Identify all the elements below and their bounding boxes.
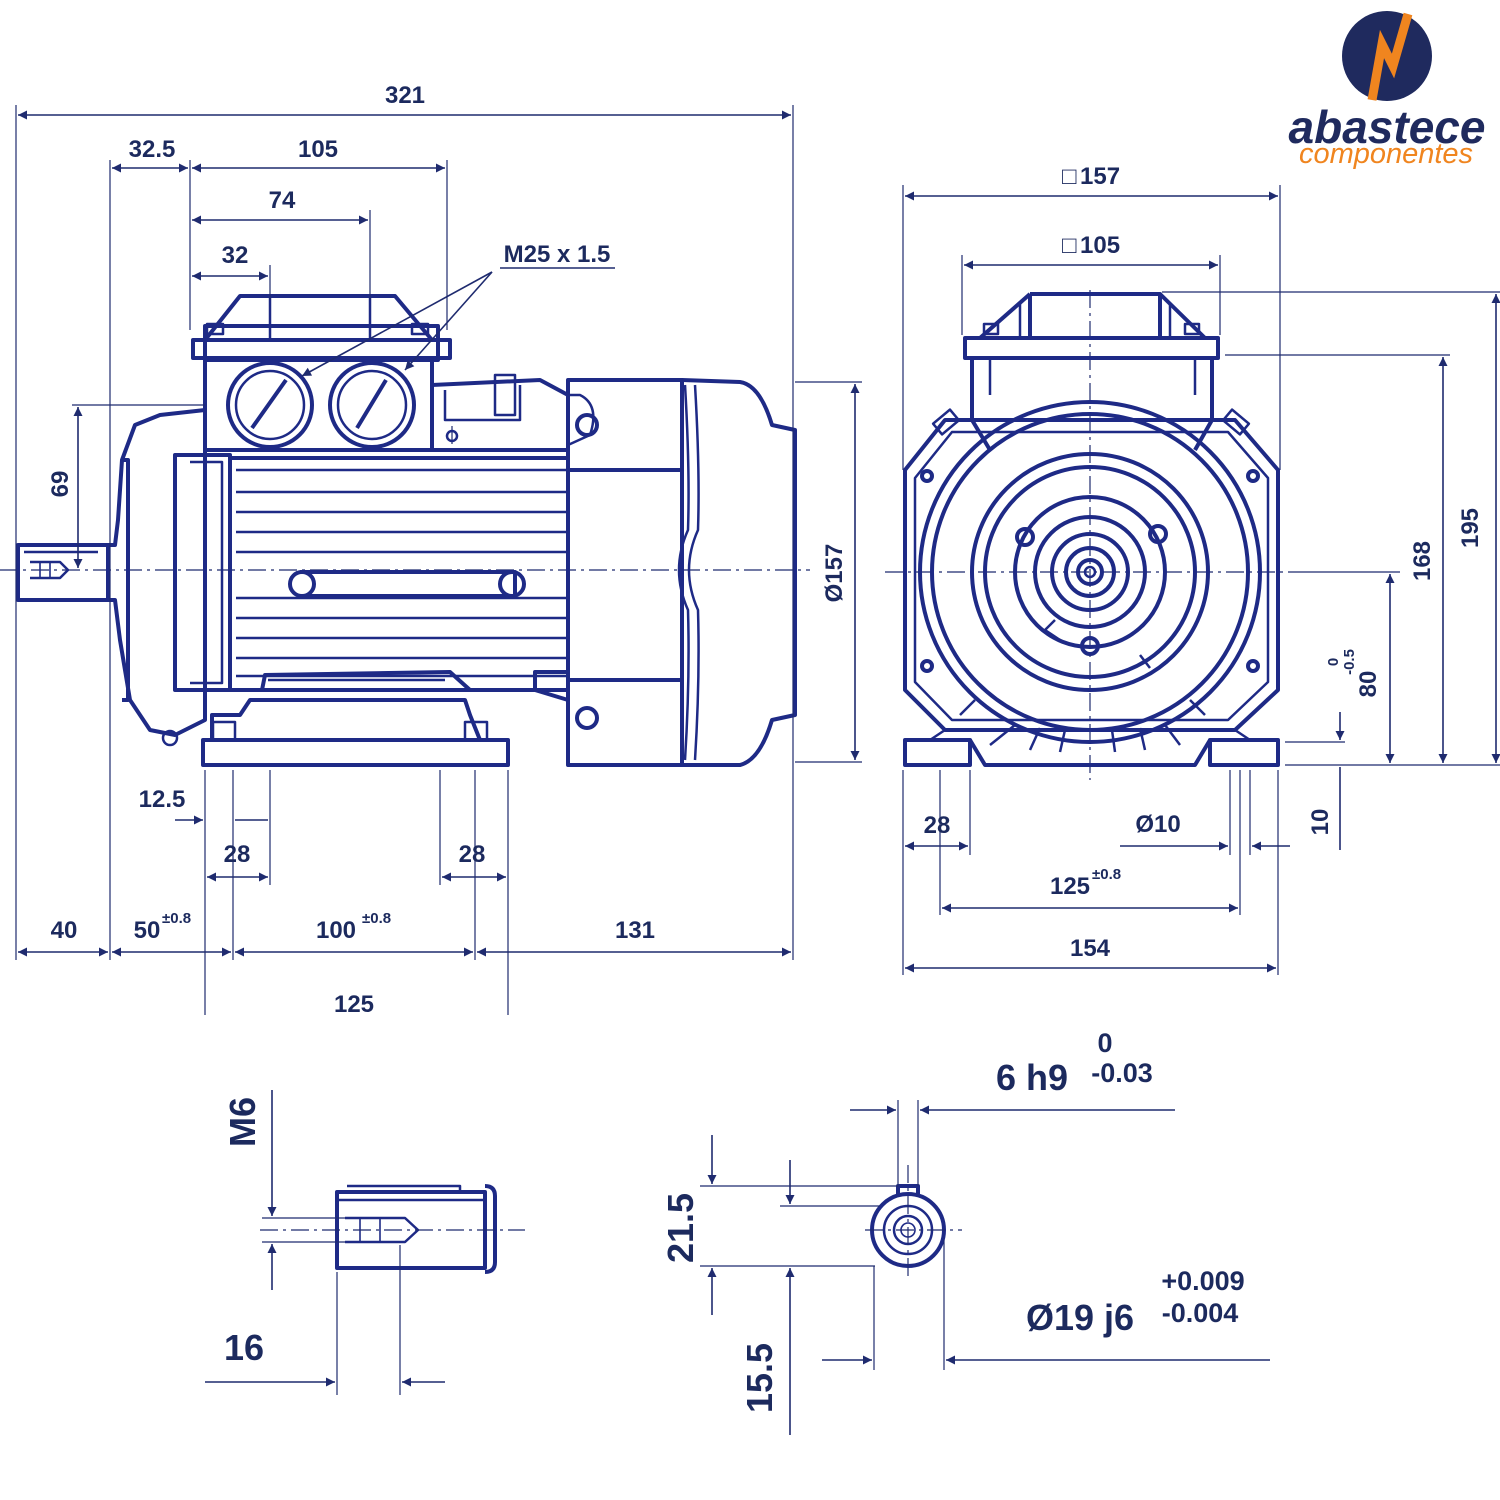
logo-bolt-icon <box>1367 12 1413 101</box>
dim-hole-spacing-tol: ±0.8 <box>362 910 391 927</box>
front-view-dimensions: □ 157 □ 105 195 168 80 -0.5 0 10 28 Ø10 … <box>902 163 1500 975</box>
dim-foot-width-right: 28 <box>459 841 486 868</box>
dim-foot-thickness: 10 <box>1307 809 1334 836</box>
dim-key-tol-lower: -0.03 <box>1091 1058 1153 1088</box>
front-view-drawing <box>885 290 1295 780</box>
dim-gland-spacing: 74 <box>269 187 296 214</box>
dim-foot-width-left: 28 <box>224 841 251 868</box>
dim-square-symbol-outer: □ <box>1062 163 1077 190</box>
logo-wordmark: abastece <box>1289 101 1486 153</box>
dim-thread-depth: 16 <box>224 1327 264 1368</box>
dim-hole-diameter: Ø10 <box>1135 811 1180 838</box>
side-view-dimensions: 321 32.5 105 74 32 M25 x 1.5 69 Ø157 12.… <box>15 82 862 1018</box>
dim-overall-width: 154 <box>1070 935 1111 962</box>
dim-shaft-length: 40 <box>51 917 78 944</box>
dim-shaft-to-hole-tol: ±0.8 <box>162 910 191 927</box>
dim-foot-length: 125 <box>334 991 374 1018</box>
dim-shaft-height-tol-upper: 0 <box>1325 658 1342 666</box>
dim-shaft-height: 80 <box>1355 671 1382 698</box>
dim-terminal-box-offset: 32.5 <box>129 136 176 163</box>
dim-shaft-height-tol-lower: -0.5 <box>1341 649 1358 675</box>
dim-shaft-to-hole: 50 <box>134 917 161 944</box>
dim-overall-length: 321 <box>385 82 425 109</box>
dim-key-width: 6 h9 <box>996 1057 1068 1098</box>
dim-shaft-diameter: Ø19 j6 <box>1026 1297 1134 1338</box>
dim-foot-edge: 12.5 <box>139 786 186 813</box>
dim-terminal-box-length: 105 <box>298 136 338 163</box>
side-view-drawing <box>0 294 810 767</box>
shaft-thread-detail: M6 16 <box>205 1090 525 1395</box>
dim-thread: M6 <box>222 1097 263 1147</box>
dim-overall-height: 195 <box>1457 508 1484 548</box>
dim-gland-first: 32 <box>222 242 249 269</box>
dim-shaft-tol-lower: -0.004 <box>1162 1298 1239 1328</box>
dim-square-symbol-inner: □ <box>1062 232 1077 259</box>
dim-rear-length: 131 <box>615 917 655 944</box>
dim-box-square-outer: 157 <box>1080 163 1120 190</box>
dim-frame-diameter: Ø157 <box>821 544 848 603</box>
brand-logo: abastece componentes <box>1289 11 1486 170</box>
dim-shaft-height-from-box: 69 <box>47 471 74 498</box>
dim-foot-width: 28 <box>924 812 951 839</box>
dim-hole-spacing: 100 <box>316 917 356 944</box>
dim-cable-gland: M25 x 1.5 <box>504 241 611 268</box>
dim-box-square-inner: 105 <box>1080 232 1120 259</box>
dim-shaft-center: 15.5 <box>739 1343 780 1413</box>
logo-tagline: componentes <box>1299 138 1473 170</box>
dim-shaft-tol-upper: +0.009 <box>1161 1266 1244 1296</box>
dim-front-hole-spacing: 125 <box>1050 873 1090 900</box>
shaft-section-detail: 6 h9 0 -0.03 21.5 15.5 Ø19 j6 +0.009 -0.… <box>660 1028 1270 1435</box>
dim-key-height: 21.5 <box>660 1193 701 1263</box>
dim-box-height: 168 <box>1409 541 1436 581</box>
dim-key-tol-upper: 0 <box>1097 1028 1112 1058</box>
dim-front-hole-spacing-tol: ±0.8 <box>1092 866 1121 883</box>
